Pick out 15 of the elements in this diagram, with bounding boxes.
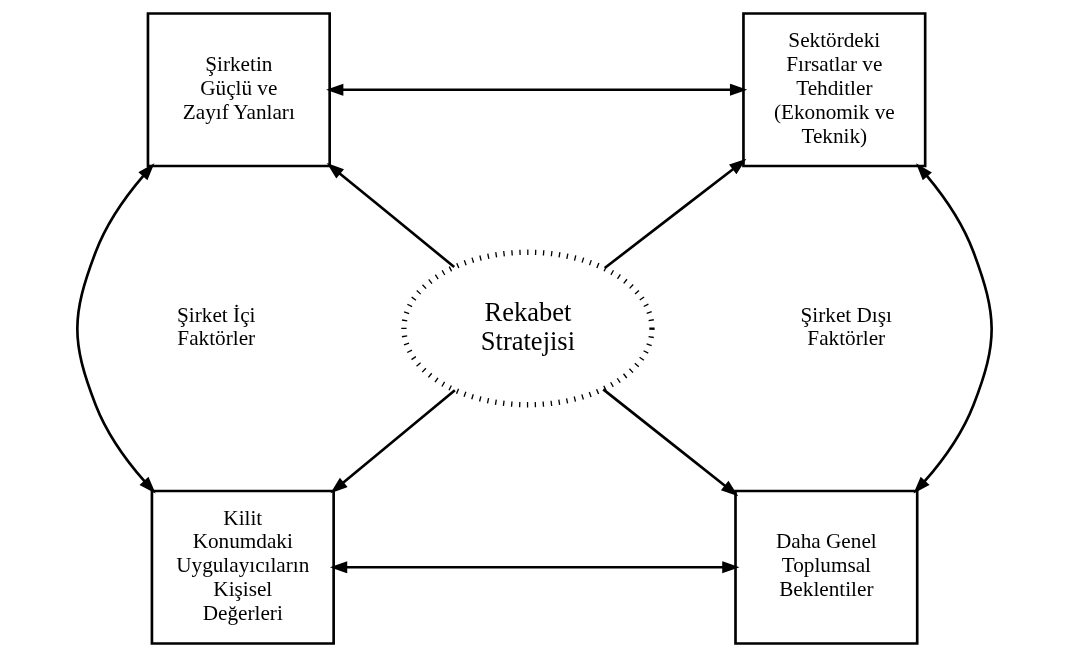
arrow — [329, 561, 740, 574]
node-box: Şirketin Güçlü ve Zayıf Yanları — [146, 12, 331, 168]
arrow — [76, 163, 156, 494]
node-box: Sektördeki Fırsatlar ve Tehditler (Ekonomik ve Teknik) — [742, 12, 927, 168]
node-box: Daha Genel Toplumsal Beklentiler — [734, 489, 919, 645]
label: Şirket Dışı Faktörler — [800, 302, 892, 351]
arrow — [602, 388, 739, 497]
arrow — [326, 162, 456, 268]
arrow — [603, 158, 747, 270]
node-box: Kilit Konumdaki Uygulayıcıların Kişisel Değerleri — [150, 489, 335, 645]
label: Şirket İçi Faktörler — [177, 302, 256, 351]
arrow — [330, 389, 456, 494]
arrow — [913, 163, 993, 494]
arrow — [326, 83, 748, 96]
node-ellipse: Rekabet Stratejisi — [401, 249, 655, 408]
